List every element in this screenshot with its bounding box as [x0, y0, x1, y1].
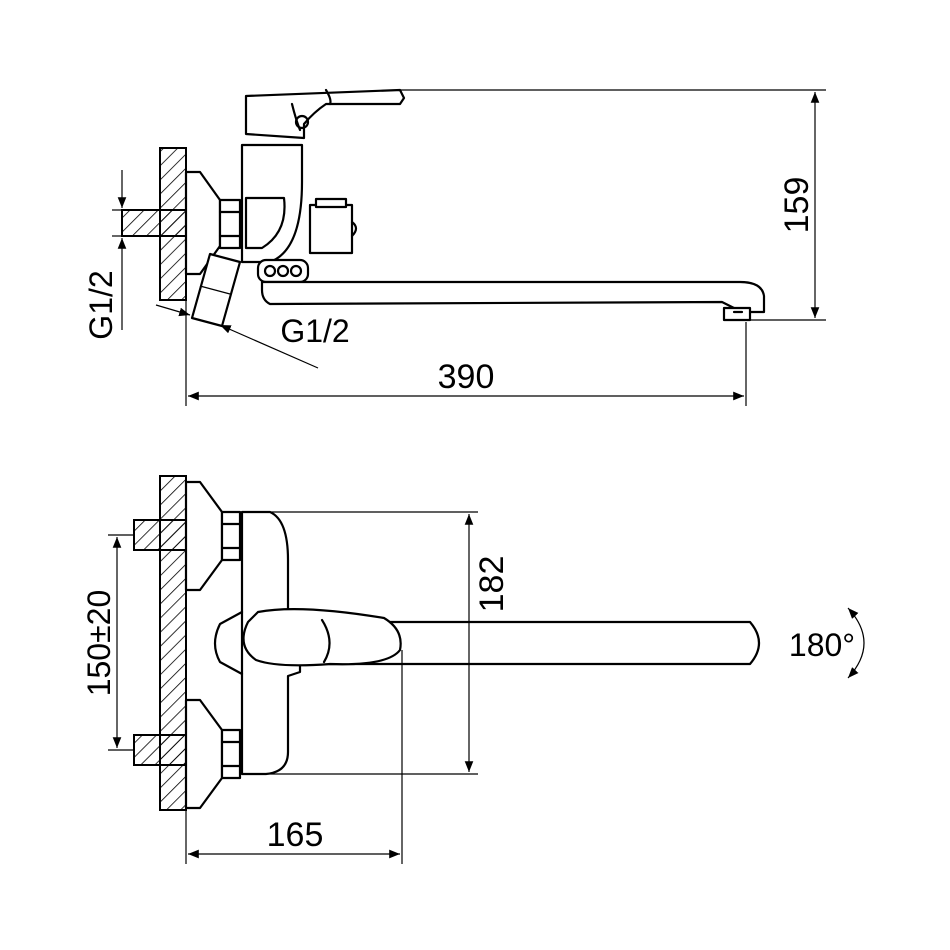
dim-body-height-label: 182	[473, 556, 511, 613]
spout	[260, 280, 766, 314]
inlet-pipe	[121, 209, 187, 237]
upper-escutcheon	[184, 480, 224, 592]
dim-rotation-label: 180°	[789, 627, 855, 663]
side-view: 159 390 G1/2 G1/2	[83, 88, 826, 406]
lever-handle	[244, 88, 406, 140]
dim-height-label: 159	[778, 177, 816, 234]
lower-nut	[220, 728, 242, 780]
rotation-arrow	[847, 607, 865, 679]
diverter-knob	[308, 203, 354, 255]
aerator	[722, 306, 752, 322]
spout-plan	[298, 620, 761, 666]
handle-screw	[294, 114, 310, 130]
mixer-body	[240, 143, 304, 264]
dim-depth-label: 165	[267, 816, 324, 854]
dim-thread-outlet-label: G1/2	[280, 313, 349, 349]
lever-plan	[242, 608, 402, 667]
body-window	[244, 196, 286, 250]
dim-thread-inlet-label: G1/2	[83, 270, 119, 339]
dim-spacing-label: 150±20	[81, 590, 117, 697]
top-view: 150±20 182 165 180°	[81, 475, 865, 864]
dim-length-label: 390	[438, 358, 495, 396]
upper-nut	[220, 510, 242, 562]
connection-nut	[218, 198, 242, 250]
upper-pipe	[133, 519, 187, 551]
lower-pipe	[133, 734, 187, 766]
lower-escutcheon	[184, 698, 224, 810]
